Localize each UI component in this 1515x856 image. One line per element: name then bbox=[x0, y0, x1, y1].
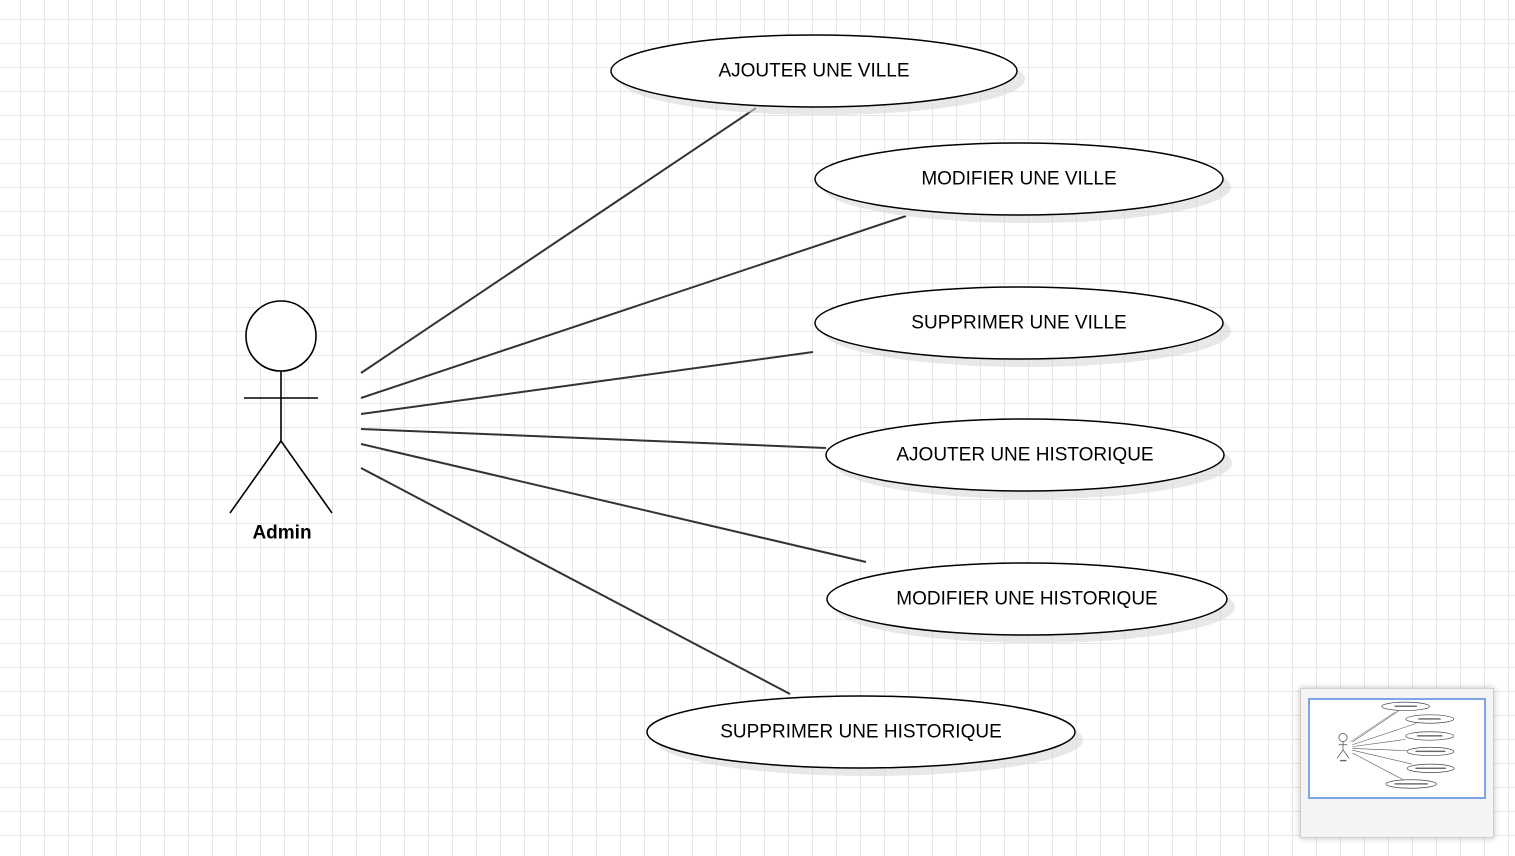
minimap-panel[interactable] bbox=[1300, 688, 1494, 838]
use-case-label: MODIFIER UNE HISTORIQUE bbox=[896, 589, 1157, 610]
use-case-ellipse bbox=[814, 286, 1224, 360]
use-case-supprimer-ville[interactable]: SUPPRIMER UNE VILLE bbox=[814, 286, 1231, 367]
actor-admin[interactable] bbox=[229, 300, 333, 514]
use-case-ellipse bbox=[610, 34, 1018, 108]
association-line[interactable] bbox=[360, 428, 827, 449]
use-case-ellipse bbox=[646, 695, 1076, 769]
use-case-ajouter-ville[interactable]: AJOUTER UNE VILLE bbox=[610, 34, 1025, 115]
use-case-label: AJOUTER UNE HISTORIQUE bbox=[896, 445, 1153, 466]
actor-label: Admin bbox=[252, 523, 311, 544]
use-case-modifier-historique[interactable]: MODIFIER UNE HISTORIQUE bbox=[826, 562, 1235, 643]
association-line[interactable] bbox=[360, 351, 814, 415]
use-case-label: AJOUTER UNE VILLE bbox=[718, 61, 909, 82]
actor-head bbox=[245, 300, 317, 372]
association-line[interactable] bbox=[360, 215, 907, 399]
use-case-ellipse bbox=[814, 142, 1224, 216]
association-line[interactable] bbox=[360, 467, 791, 695]
association-line[interactable] bbox=[360, 443, 867, 563]
associations bbox=[360, 107, 907, 695]
use-case-supprimer-historique[interactable]: SUPPRIMER UNE HISTORIQUE bbox=[646, 695, 1083, 776]
use-case-ellipse bbox=[826, 562, 1228, 636]
use-case-modifier-ville[interactable]: MODIFIER UNE VILLE bbox=[814, 142, 1231, 223]
use-case-label: SUPPRIMER UNE HISTORIQUE bbox=[720, 722, 1002, 743]
use-case-label: SUPPRIMER UNE VILLE bbox=[911, 313, 1126, 334]
use-case-ellipse bbox=[825, 418, 1225, 492]
use-case-ajouter-historique[interactable]: AJOUTER UNE HISTORIQUE bbox=[825, 418, 1232, 499]
association-line[interactable] bbox=[360, 107, 757, 374]
use-case-label: MODIFIER UNE VILLE bbox=[921, 169, 1116, 190]
minimap-viewport[interactable] bbox=[1308, 698, 1486, 799]
minimap-thumbnail bbox=[1336, 701, 1455, 789]
actor-right-leg bbox=[280, 440, 333, 514]
actor-left-leg bbox=[229, 440, 282, 514]
